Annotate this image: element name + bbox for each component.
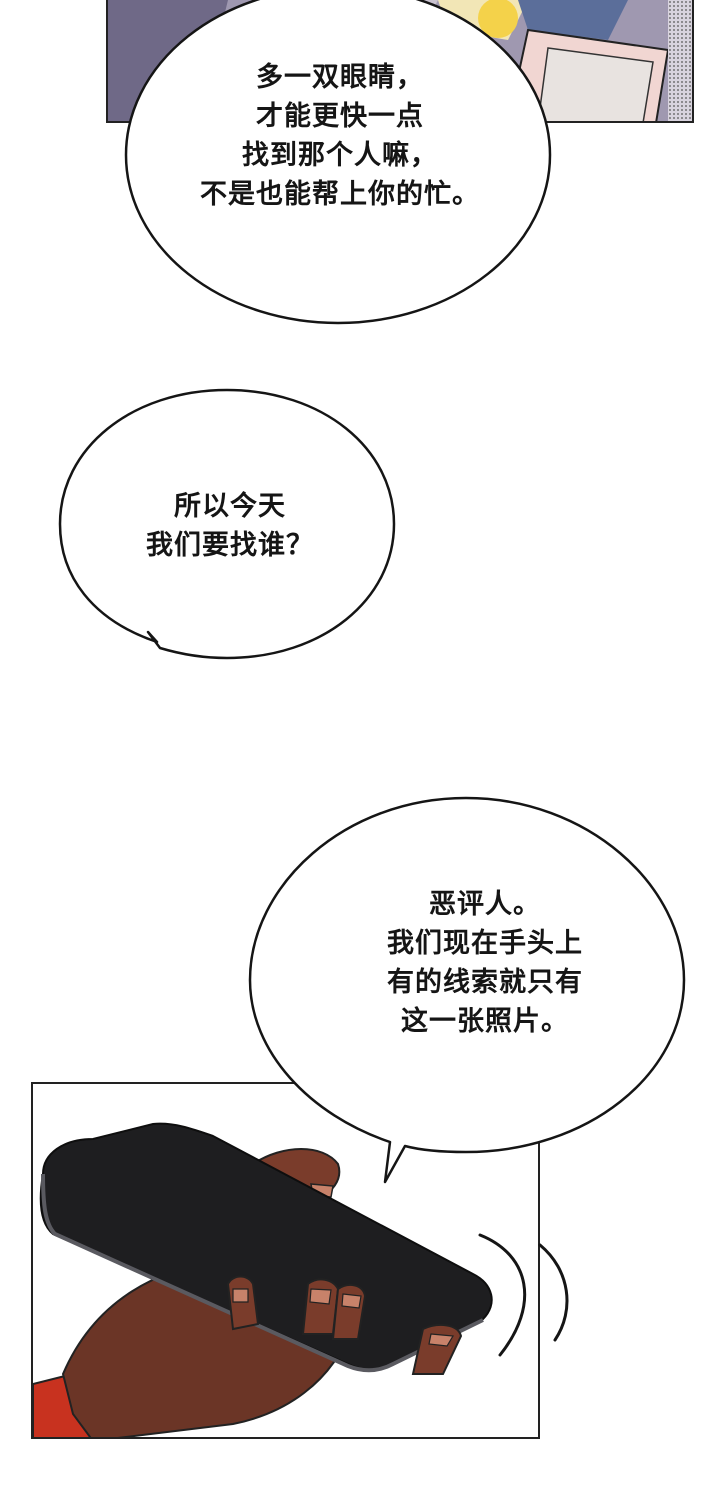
bubble-2-text: 所以今天 我们要找谁？	[80, 487, 380, 565]
bubble-2-line-2: 我们要找谁？	[146, 530, 314, 561]
speech-bubble-1	[124, 0, 552, 325]
bubble-3-line-2: 我们现在手头上	[387, 928, 583, 959]
bubble-1-line-1: 多一双眼睛，	[256, 62, 424, 93]
bubble-3-line-4: 这一张照片。	[401, 1006, 569, 1037]
bubble-3-line-1: 恶评人。	[429, 889, 541, 920]
bubble-3-text: 恶评人。 我们现在手头上 有的线索就只有 这一张照片。	[320, 885, 650, 1041]
bubble-2-line-1: 所以今天	[174, 491, 286, 522]
speech-bubble-2	[58, 388, 396, 660]
bubble-1-line-4: 不是也能帮上你的忙。	[200, 179, 480, 210]
bubble-1-line-2: 才能更快一点	[256, 101, 424, 132]
bottom-panel	[31, 1082, 540, 1439]
hand-holding-phone-art	[33, 1122, 493, 1437]
bubble-1-line-3: 找到那个人嘛，	[242, 140, 438, 171]
vibration-lines-icon	[478, 1233, 569, 1357]
speech-bubble-3	[248, 796, 686, 1184]
bubble-3-line-3: 有的线索就只有	[387, 967, 583, 998]
bubble-1-text: 多一双眼睛， 才能更快一点 找到那个人嘛， 不是也能帮上你的忙。	[140, 58, 540, 214]
